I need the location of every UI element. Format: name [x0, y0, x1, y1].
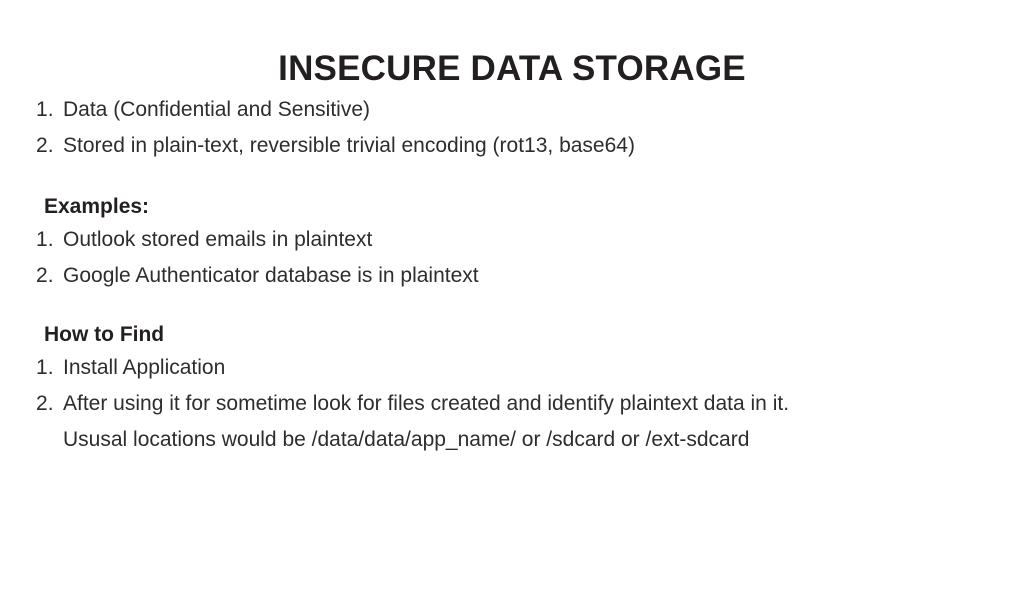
list-item: Outlook stored emails in plaintext: [36, 222, 373, 258]
list-item: After using it for sometime look for fil…: [0, 386, 1024, 458]
list-item: Data (Confidential and Sensitive): [36, 92, 371, 128]
list-item-line: After using it for sometime look for fil…: [63, 392, 790, 415]
list-item: Install Application: [0, 350, 1024, 386]
intro-list: Data (Confidential and Sensitive) Stored…: [0, 92, 1024, 164]
page-title: INSECURE DATA STORAGE: [278, 49, 746, 89]
list-item: Stored in plain-text, reversible trivial…: [36, 128, 635, 164]
list-item: Google Authenticator database is in plai…: [36, 258, 479, 294]
slide-content: Data (Confidential and Sensitive) Stored…: [0, 92, 1024, 458]
examples-heading: Examples:: [44, 195, 150, 218]
how-to-find-list: Install Application After using it for s…: [0, 350, 1024, 458]
examples-list: Outlook stored emails in plaintext Googl…: [0, 222, 1024, 294]
list-item-line-continued: Ususal locations would be /data/data/app…: [63, 428, 750, 451]
how-to-find-heading: How to Find: [44, 323, 165, 346]
list-item-line: Install Application: [63, 356, 226, 379]
